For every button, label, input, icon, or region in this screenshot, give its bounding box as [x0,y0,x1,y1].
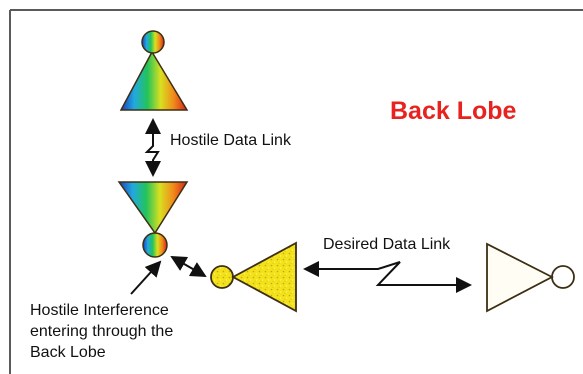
interference-label-line-3: Back Lobe [30,344,106,361]
back-lobe-title: Back Lobe [390,97,517,125]
hostile-data-link-arrow [144,118,161,177]
hostile-antenna-top-icon [119,30,189,111]
interference-label-line-2: entering through the [30,323,174,340]
back-lobe-interference-arrow [170,256,207,277]
hostile-antenna-bottom-icon [117,181,189,258]
interference-pointer-arrow [130,260,162,295]
friendly-antenna-left-icon [210,241,297,313]
friendly-antenna-right-icon [486,242,575,313]
desired-data-link-label: Desired Data Link [323,236,451,253]
desired-data-link-arrow [303,261,472,293]
interference-label-line-1: Hostile Interference [30,302,169,319]
hostile-interference-label: Hostile Interference entering through th… [30,300,240,363]
hostile-data-link-label: Hostile Data Link [170,132,291,149]
